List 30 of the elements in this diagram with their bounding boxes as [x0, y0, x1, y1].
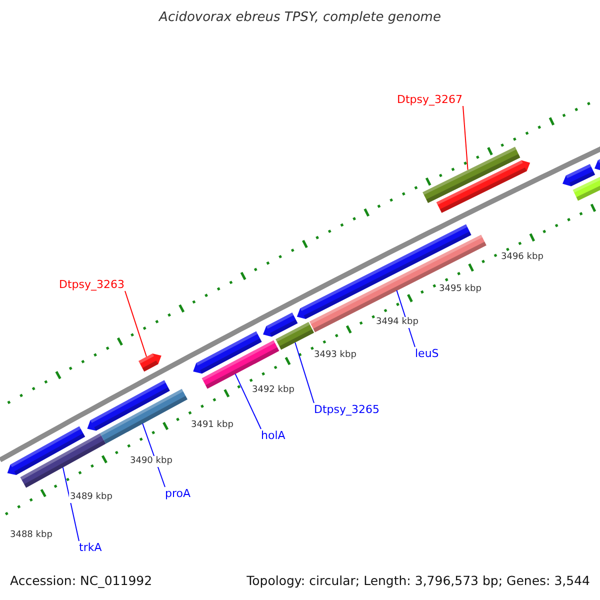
accession-text: Accession: NC_011992 — [10, 573, 152, 588]
leader-line — [234, 373, 262, 430]
scale-label: 3496 kbp — [500, 252, 544, 263]
genome-summary-text: Topology: circular; Length: 3,796,573 bp; Genes: 3,544 — [246, 573, 590, 588]
gene-bar — [276, 322, 314, 350]
gene-label: proA — [165, 487, 191, 500]
leader-line — [462, 106, 468, 170]
gene-label: trkA — [79, 541, 102, 554]
title: Acidovorax ebreus TPSY, complete genome — [159, 10, 441, 25]
gene-label: Dtpsy_3267 — [397, 93, 463, 106]
gene-bar — [100, 388, 188, 444]
scale-label: 3488 kbp — [9, 530, 54, 541]
gene-bar — [422, 146, 520, 203]
leader-line — [62, 466, 80, 542]
scale-label: 3489 kbp — [69, 492, 114, 503]
gene-label: holA — [261, 429, 286, 442]
leader-line — [294, 342, 314, 404]
gene-label: Dtpsy_3263 — [59, 278, 125, 291]
leader-line — [124, 290, 147, 358]
scale-label: 3492 kbp — [251, 385, 296, 396]
scale-label: 3491 kbp — [190, 420, 234, 431]
scale-label: 3493 kbp — [313, 350, 358, 361]
gene-bar — [138, 354, 162, 372]
gene-bar — [310, 234, 486, 332]
gene-bar — [20, 433, 106, 488]
scale-label: 3490 kbp — [129, 456, 174, 467]
scale-label: 3495 kbp — [438, 284, 482, 295]
scale-label: 3494 kbp — [375, 317, 420, 328]
gene-label: leuS — [415, 347, 439, 360]
gene-label: Dtpsy_3265 — [314, 403, 380, 416]
